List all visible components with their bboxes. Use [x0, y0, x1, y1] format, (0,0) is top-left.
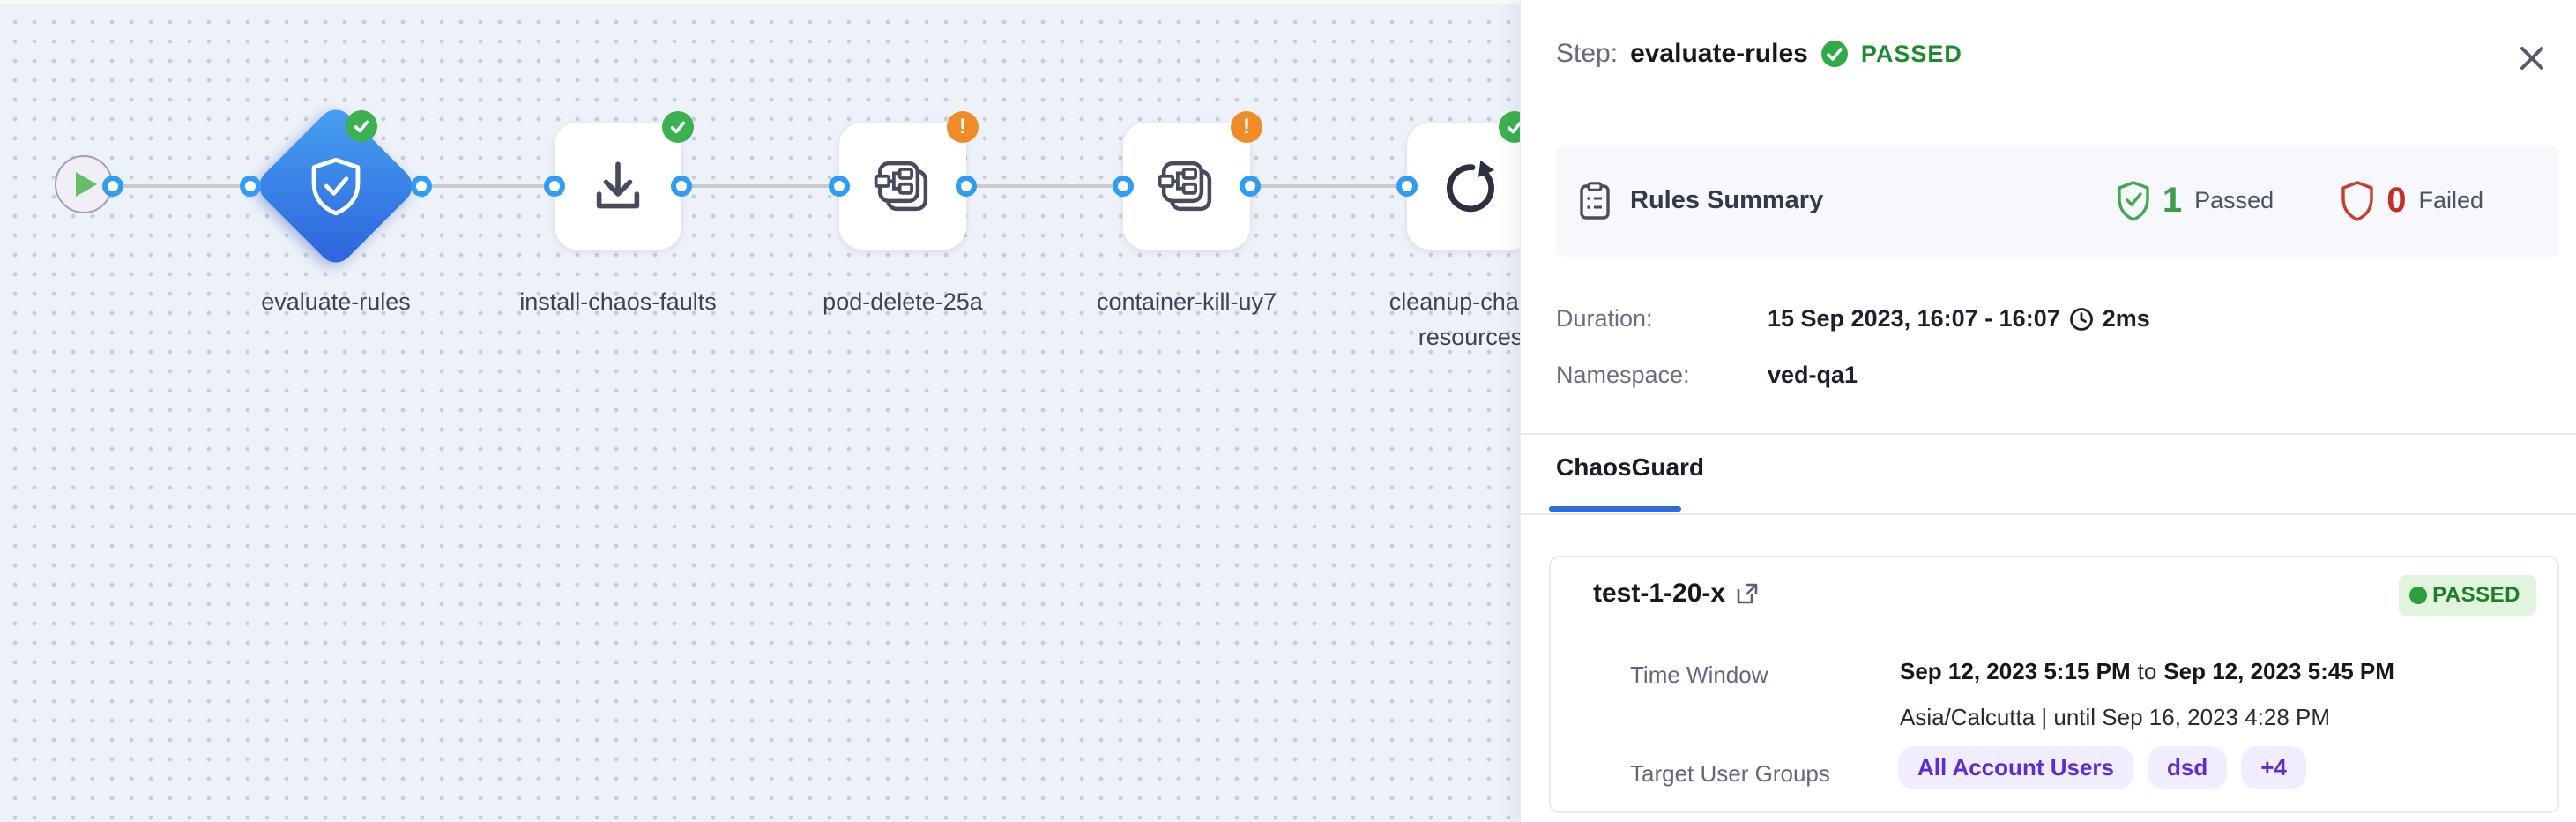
status-badge-passed: [346, 110, 377, 142]
namespace-row: Namespace: ved-qa1: [1556, 362, 1858, 389]
play-icon: [76, 172, 97, 197]
close-button[interactable]: [2514, 41, 2550, 76]
step-status-text: PASSED: [1860, 40, 1962, 67]
chaosguard-condition-card: test-1-20-x PASSED Time Window Sep 12, 2…: [1549, 556, 2559, 813]
workflow-node-evaluate-rules[interactable]: [252, 102, 420, 270]
workflow-node-install-chaos-faults[interactable]: [555, 123, 681, 250]
node-label: evaluate-rules: [261, 288, 411, 315]
condition-name: test-1-20-x: [1593, 579, 1726, 608]
active-tab-indicator: [1549, 506, 1681, 512]
failed-label: Failed: [2418, 187, 2483, 213]
shield-failed-icon: [2341, 180, 2373, 221]
user-group-pill-more[interactable]: +4: [2241, 746, 2306, 789]
port-install-in: [544, 176, 565, 197]
check-icon: [670, 121, 686, 134]
step-title: evaluate-rules: [1630, 39, 1808, 68]
duration-ms: 2ms: [2102, 305, 2150, 332]
step-prefix: Step:: [1556, 39, 1619, 68]
external-link-icon[interactable]: [1736, 582, 1759, 605]
port-evaluate-in: [240, 176, 261, 197]
time-from: Sep 12, 2023 5:15 PM: [1900, 658, 2131, 684]
chaos-fault-icon: [1158, 161, 1212, 212]
workflow-node-pod-delete-25a[interactable]: [839, 123, 966, 250]
evaluate-rules-diamond: [252, 102, 420, 270]
shield-passed-icon: [2118, 180, 2149, 221]
condition-status-badge: PASSED: [2399, 575, 2536, 616]
user-group-pill: dsd: [2147, 746, 2228, 789]
rules-summary-stats: 1 Passed 0 Failed: [2117, 180, 2483, 221]
node-label: pod-delete-25a: [823, 288, 983, 315]
port-install-out: [671, 176, 692, 197]
canvas-top-edge: [0, 0, 1520, 4]
workflow-node-container-kill-uy7[interactable]: [1123, 123, 1250, 250]
status-badge-warning: !: [947, 111, 979, 143]
step-details-panel: Step: evaluate-rules PASSED Rules Summar…: [1520, 0, 2576, 822]
section-divider: [1521, 433, 2576, 435]
port-container-kill-out: [1240, 176, 1261, 197]
rules-summary-box: Rules Summary 1 Passed 0 Failed: [1556, 145, 2559, 257]
pipeline-canvas[interactable]: evaluate-rules install-chaos-faults: [0, 0, 1552, 822]
shield-check-icon: [311, 157, 361, 216]
passed-count: 1: [2162, 181, 2183, 220]
rules-summary-title: Rules Summary: [1630, 186, 1824, 214]
exclamation-icon: !: [959, 115, 966, 138]
port-cleanup-in: [1396, 176, 1418, 197]
time-window-value: Sep 12, 2023 5:15 PM to Sep 12, 2023 5:4…: [1900, 658, 2394, 685]
tabbar-divider: [1521, 513, 2576, 515]
port-container-kill-in: [1113, 176, 1134, 197]
status-dot: [2409, 587, 2428, 604]
tab-chaosguard[interactable]: ChaosGuard: [1556, 453, 1705, 481]
duration-range: 15 Sep 2023, 16:07 - 16:07: [1768, 305, 2060, 332]
clipboard-icon: [1580, 181, 1610, 220]
status-badge-passed: [662, 111, 694, 143]
node-label: install-chaos-faults: [519, 288, 717, 315]
check-icon: [354, 120, 369, 133]
node-label: cleanup-chaos-resources: [1389, 288, 1552, 350]
status-badge-warning: !: [1231, 111, 1262, 143]
clock-icon: [2069, 307, 2093, 331]
check-icon: [1507, 121, 1523, 134]
namespace-label: Namespace:: [1556, 362, 1690, 388]
duration-label: Duration:: [1556, 305, 1653, 332]
time-join-word: to: [2137, 658, 2157, 684]
port-evaluate-out: [411, 176, 432, 197]
exclamation-icon: !: [1243, 115, 1250, 138]
node-label: container-kill-uy7: [1096, 288, 1277, 315]
user-group-pill: All Account Users: [1898, 746, 2133, 789]
close-icon: [2520, 47, 2543, 70]
chaos-fault-icon: [874, 161, 928, 212]
condition-name-row: test-1-20-x: [1593, 579, 1759, 609]
port-start-out: [102, 176, 123, 197]
download-icon: [596, 161, 640, 209]
pipeline-edge-line: [113, 184, 1520, 188]
passed-label: Passed: [2194, 187, 2274, 213]
target-user-groups-label: Target User Groups: [1630, 760, 1830, 787]
failed-count: 0: [2386, 181, 2407, 220]
timezone-line: Asia/Calcutta | until Sep 16, 2023 4:28 …: [1900, 704, 2331, 730]
condition-status-text: PASSED: [2432, 583, 2520, 607]
port-pod-delete-in: [829, 176, 850, 197]
namespace-value: ved-qa1: [1768, 362, 1858, 388]
time-window-label: Time Window: [1630, 661, 1768, 688]
check-circle-icon: [1820, 41, 1848, 67]
time-to: Sep 12, 2023 5:45 PM: [2163, 658, 2394, 684]
duration-value: 15 Sep 2023, 16:07 - 16:07 2ms: [1768, 305, 2150, 333]
panel-header: Step: evaluate-rules PASSED: [1556, 39, 1962, 69]
refresh-icon: [1446, 160, 1494, 213]
workflow-node-cleanup-chaos-resources[interactable]: [1407, 123, 1534, 250]
target-user-groups: All Account Users dsd +4: [1898, 746, 2306, 789]
start-node[interactable]: [55, 155, 113, 213]
port-pod-delete-out: [956, 176, 977, 197]
duration-row: Duration: 15 Sep 2023, 16:07 - 16:07 2ms: [1556, 305, 2150, 333]
